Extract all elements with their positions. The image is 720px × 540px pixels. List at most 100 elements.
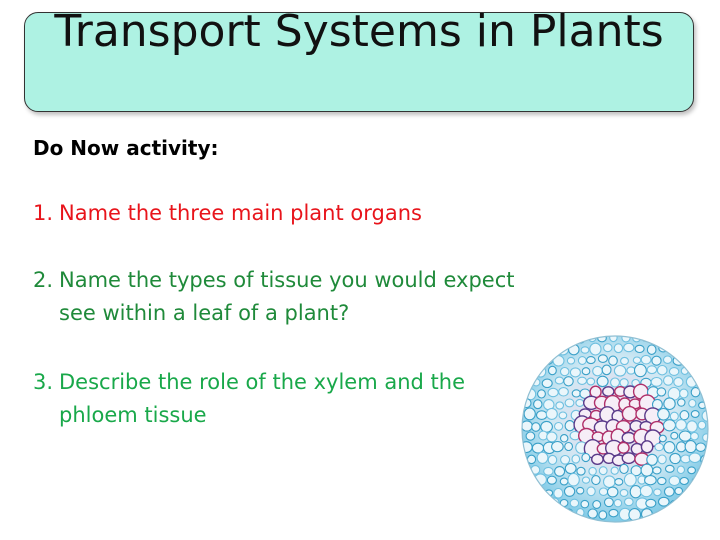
plant-cell: [623, 342, 635, 353]
plant-cell: [644, 475, 657, 486]
plant-cell: [688, 452, 702, 464]
plant-cell: [547, 387, 559, 398]
plant-cell: [662, 355, 673, 364]
plant-cell: [640, 440, 654, 454]
plant-cell: [541, 378, 553, 389]
plant-cell: [598, 510, 608, 520]
plant-cell: [691, 344, 701, 354]
plant-cell: [623, 472, 637, 487]
do-now-heading: Do Now activity:: [33, 136, 219, 160]
plant-cell: [598, 466, 608, 476]
plant-cell: [559, 477, 569, 486]
plant-cell: [546, 431, 558, 443]
plant-cell: [697, 336, 707, 342]
plant-cell: [580, 499, 590, 509]
plant-cell: [602, 386, 615, 397]
plant-cell: [621, 452, 636, 465]
plant-cell: [603, 343, 613, 353]
plant-cell: [668, 367, 680, 376]
plant-cell: [547, 454, 558, 465]
plant-cell: [696, 508, 708, 519]
plant-cell: [591, 453, 604, 466]
cell-pattern: [522, 336, 708, 522]
plant-cell: [702, 433, 708, 442]
plant-cell: [535, 410, 548, 420]
plant-cell: [567, 472, 580, 487]
plant-cell: [680, 343, 691, 354]
plant-cell: [580, 346, 590, 354]
plant-cell: [592, 365, 603, 377]
plant-cell: [581, 452, 591, 463]
plant-cell: [676, 465, 686, 475]
plant-cell: [559, 366, 570, 377]
plant-cell: [536, 451, 549, 464]
plant-cell: [522, 487, 531, 498]
plant-cell: [669, 499, 679, 509]
plant-cell: [685, 354, 695, 365]
slide-title: Transport Systems in Plants: [54, 6, 664, 57]
plant-cell: [694, 353, 708, 368]
plant-cell: [532, 486, 541, 495]
plant-cell: [690, 431, 699, 441]
plant-cell: [591, 475, 601, 486]
question-number: 3.: [33, 370, 54, 394]
plant-cell: [522, 336, 531, 343]
plant-cell: [610, 466, 619, 475]
plant-cell: [546, 475, 557, 485]
plant-cell: [543, 466, 554, 476]
plant-cell: [633, 363, 647, 378]
plant-cell: [596, 375, 609, 388]
plant-cell: [646, 344, 657, 355]
plant-cell: [522, 420, 533, 432]
plant-cell: [564, 420, 576, 432]
plant-cell: [668, 475, 681, 487]
plant-cell: [657, 476, 667, 486]
plant-cell: [701, 476, 708, 487]
plant-cell: [669, 452, 682, 465]
plant-cell: [619, 463, 629, 475]
plant-cell: [620, 356, 629, 366]
plant-cell: [670, 431, 679, 440]
question-2: 2. Name the types of tissue you would ex…: [33, 264, 529, 330]
plant-cell: [527, 367, 538, 377]
plant-cell: [663, 441, 676, 454]
plant-cell: [523, 407, 536, 421]
plant-cell: [695, 442, 707, 452]
plant-cell: [685, 336, 699, 346]
plant-cell: [555, 401, 565, 410]
plant-cell: [586, 356, 596, 365]
plant-cell: [608, 508, 619, 518]
plant-cell: [634, 344, 645, 354]
plant-cell: [663, 486, 675, 497]
plant-cell: [571, 389, 581, 398]
plant-cell: [621, 405, 638, 422]
plant-cell: [606, 486, 619, 498]
plant-cell: [679, 476, 689, 486]
plant-cell: [679, 388, 689, 399]
plant-cell: [563, 485, 576, 497]
plant-cell: [632, 356, 642, 364]
plant-cell: [601, 364, 612, 376]
plant-cell: [554, 376, 565, 385]
plant-cell: [554, 466, 566, 477]
plant-cell: [686, 420, 698, 433]
plant-cell: [686, 487, 696, 498]
plant-cell: [566, 356, 576, 365]
plant-cell: [610, 377, 620, 388]
plant-cell: [587, 508, 598, 519]
plant-cell: [640, 354, 652, 365]
plant-cell: [688, 398, 697, 408]
plant-cell: [677, 495, 690, 508]
plant-cell: [559, 434, 569, 443]
plant-cell: [645, 498, 657, 508]
plant-cell: [613, 343, 624, 354]
plant-cell: [658, 434, 667, 443]
plant-cell: [662, 510, 673, 521]
plant-cell: [623, 497, 634, 507]
plant-cell: [576, 486, 585, 495]
plant-cell: [689, 365, 700, 376]
plant-cell: [522, 508, 531, 518]
plant-cell: [522, 376, 533, 389]
plant-cell: [602, 475, 616, 489]
plant-cell: [525, 431, 536, 441]
